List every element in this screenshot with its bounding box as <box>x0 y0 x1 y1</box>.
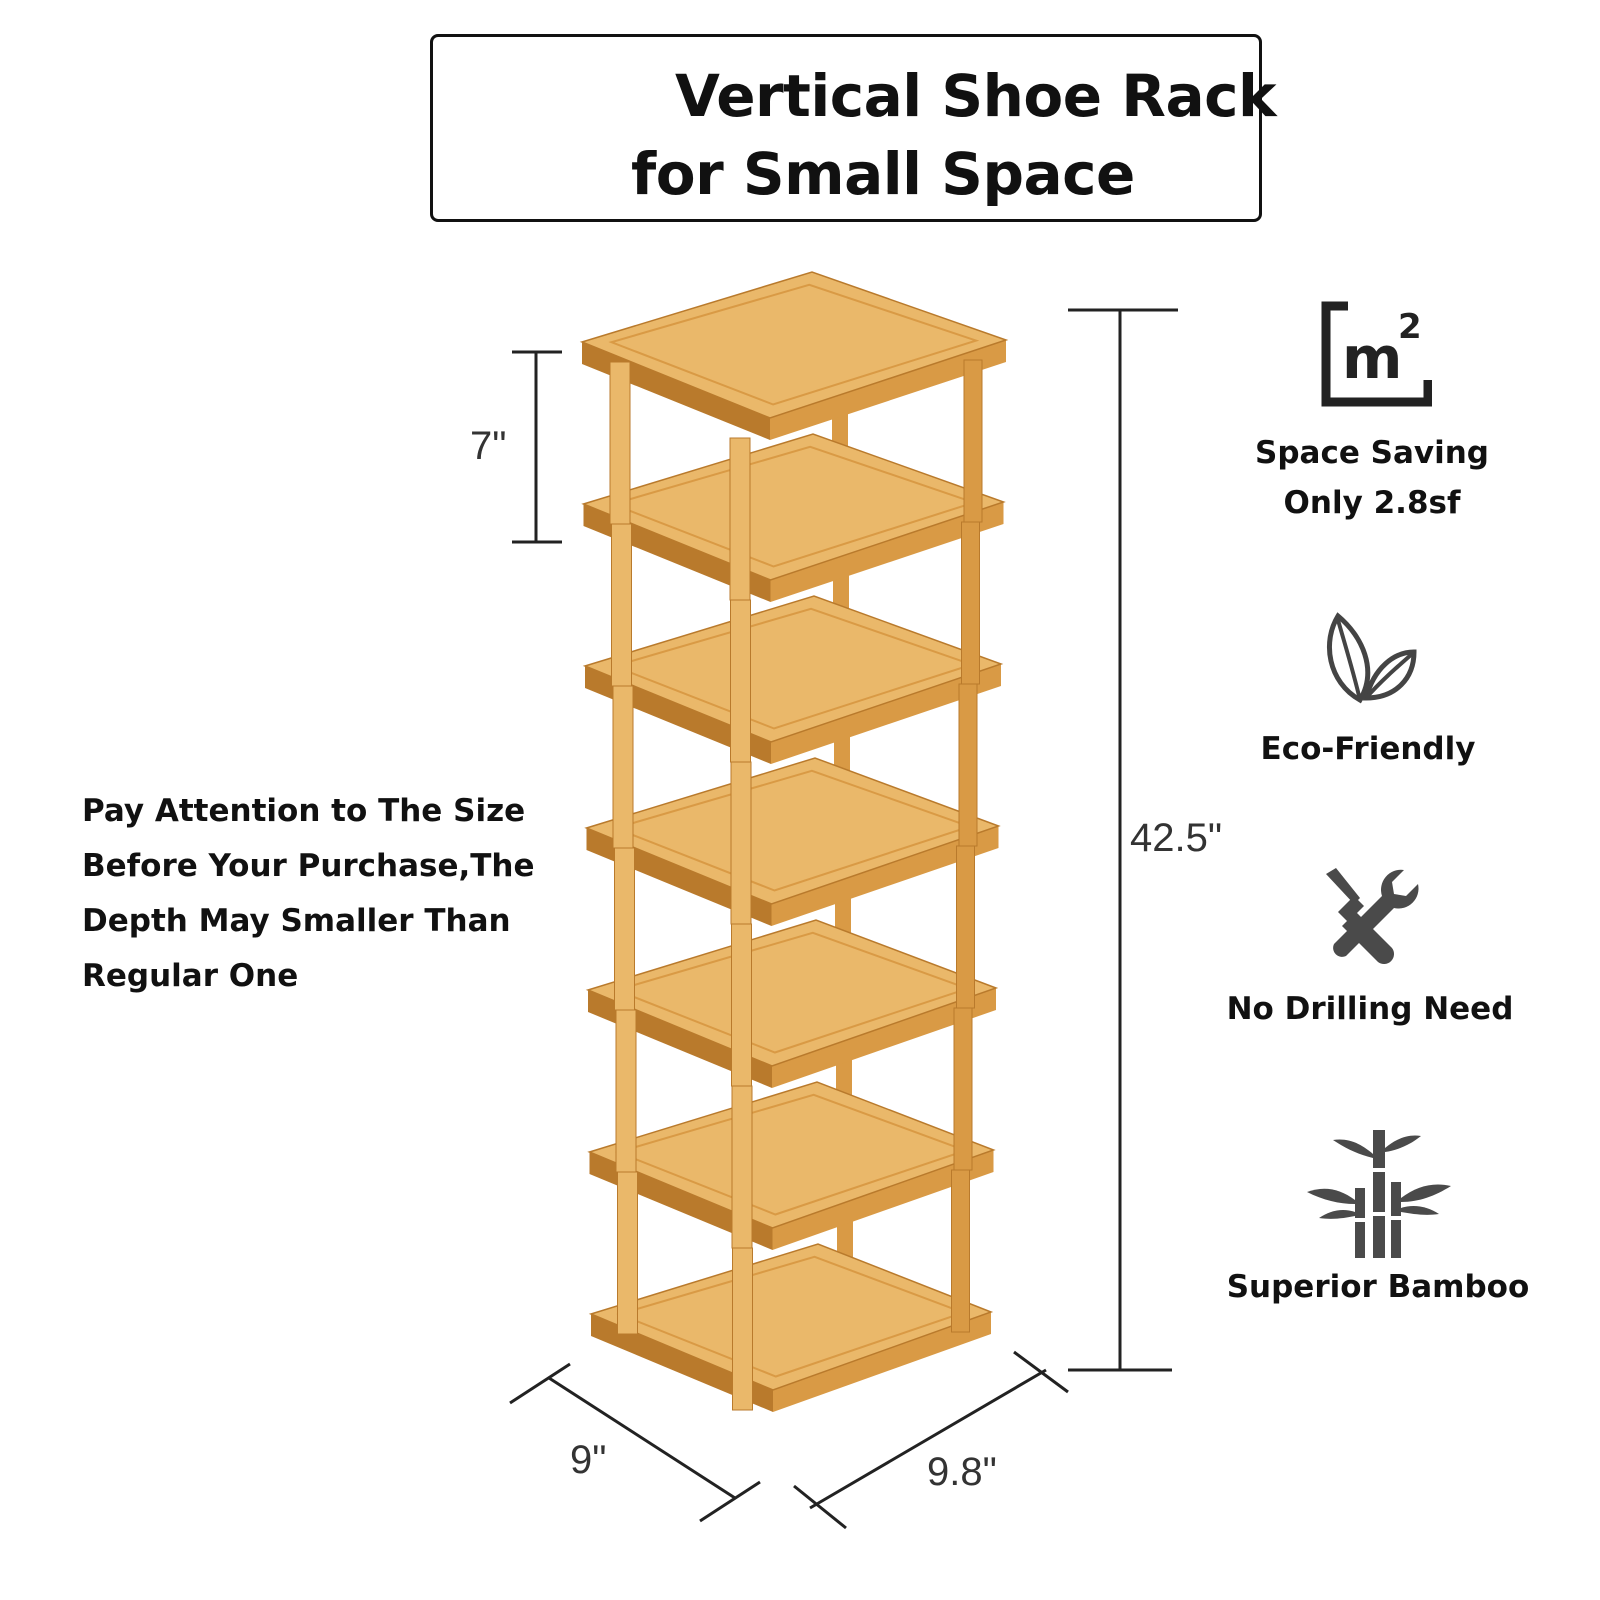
feature-eco-friendly-line-1: Eco-Friendly <box>1260 731 1476 767</box>
front-right-leg <box>963 359 983 523</box>
size-note-line: Pay Attention to The Size <box>82 793 526 829</box>
svg-text:2: 2 <box>1398 307 1422 347</box>
front-middle-leg <box>730 761 752 925</box>
feature-no-drilling: No Drilling Need <box>1200 866 1540 1034</box>
front-middle-leg <box>731 1085 753 1249</box>
front-middle-leg <box>731 923 752 1087</box>
front-middle-leg <box>729 437 751 601</box>
front-right-leg <box>951 1169 970 1333</box>
front-right-leg <box>953 1007 973 1171</box>
depth-label: 9" <box>570 1438 607 1482</box>
size-note-line: Before Your Purchase,The <box>82 848 535 884</box>
shelf-edge-right <box>771 664 1001 764</box>
width-dim-line <box>809 1368 1047 1510</box>
front-right-leg <box>956 845 975 1009</box>
front-left-leg <box>611 523 632 687</box>
size-note-line: Depth May Smaller Than <box>82 903 511 939</box>
feature-no-drilling-line-1: No Drilling Need <box>1226 991 1514 1027</box>
shelf-edge-right <box>770 502 1004 602</box>
title-line-1: Vertical Shoe Rack <box>675 62 1277 130</box>
shelf-edge-right <box>773 1312 991 1412</box>
shelf-gap-label: 7" <box>470 424 507 468</box>
shelf-top <box>584 757 1001 905</box>
front-left-leg <box>609 361 631 525</box>
feature-superior-bamboo: Superior Bamboo <box>1208 1128 1548 1312</box>
front-left-leg <box>615 1009 637 1173</box>
feature-space-saving: m 2 Space Saving Only 2.8sf <box>1202 298 1542 528</box>
shelf-top <box>588 1243 994 1391</box>
shelf-edge-right <box>772 988 996 1088</box>
size-note-line: Regular One <box>82 958 299 994</box>
depth-dim-cap-left <box>509 1362 571 1405</box>
dimension-lines <box>509 308 1178 1530</box>
width-dim-cap-right <box>1013 1350 1069 1394</box>
front-middle-leg <box>732 1247 753 1411</box>
svg-text:m: m <box>1342 324 1402 392</box>
title-box: Vertical Shoe Rack for Small Space <box>430 34 1277 222</box>
shoe-rack <box>579 271 1009 1412</box>
front-left-leg <box>614 847 635 1011</box>
shelf-edge-right <box>770 340 1006 440</box>
width-dim-cap-left <box>793 1484 847 1530</box>
shelf-edge-left <box>591 1314 773 1412</box>
shelf-top <box>582 595 1004 743</box>
shelf-inner-frame <box>608 283 980 406</box>
size-note: Pay Attention to The Size Before Your Pu… <box>82 784 582 1004</box>
front-right-leg <box>958 683 978 847</box>
shelf-top <box>585 919 999 1067</box>
front-left-leg <box>617 1171 638 1335</box>
feature-eco-friendly: Eco-Friendly <box>1198 612 1538 774</box>
feature-superior-bamboo-line-1: Superior Bamboo <box>1226 1269 1530 1305</box>
shelf-edge-right <box>771 826 999 926</box>
depth-dim-cap-right <box>699 1480 761 1523</box>
front-left-leg <box>612 685 634 849</box>
front-right-leg <box>961 521 980 685</box>
shelf-top <box>587 1081 996 1229</box>
leaves-icon <box>1326 612 1417 704</box>
feature-space-saving-line-2: Only 2.8sf <box>1283 485 1461 521</box>
bamboo-icon <box>1307 1130 1451 1258</box>
square-meter-icon: m 2 <box>1321 301 1432 407</box>
front-middle-leg <box>730 599 751 763</box>
shelf-top <box>579 271 1009 419</box>
feature-space-saving-line-1: Space Saving <box>1255 435 1489 471</box>
width-label: 9.8" <box>927 1450 997 1494</box>
shelf-top <box>581 433 1006 581</box>
screwdriver-wrench-icon <box>1326 868 1419 964</box>
shelf-edge-right <box>772 1150 994 1250</box>
depth-dim-line <box>548 1376 736 1500</box>
height-label: 42.5" <box>1130 816 1223 860</box>
title-line-2: for Small Space <box>631 140 1135 208</box>
